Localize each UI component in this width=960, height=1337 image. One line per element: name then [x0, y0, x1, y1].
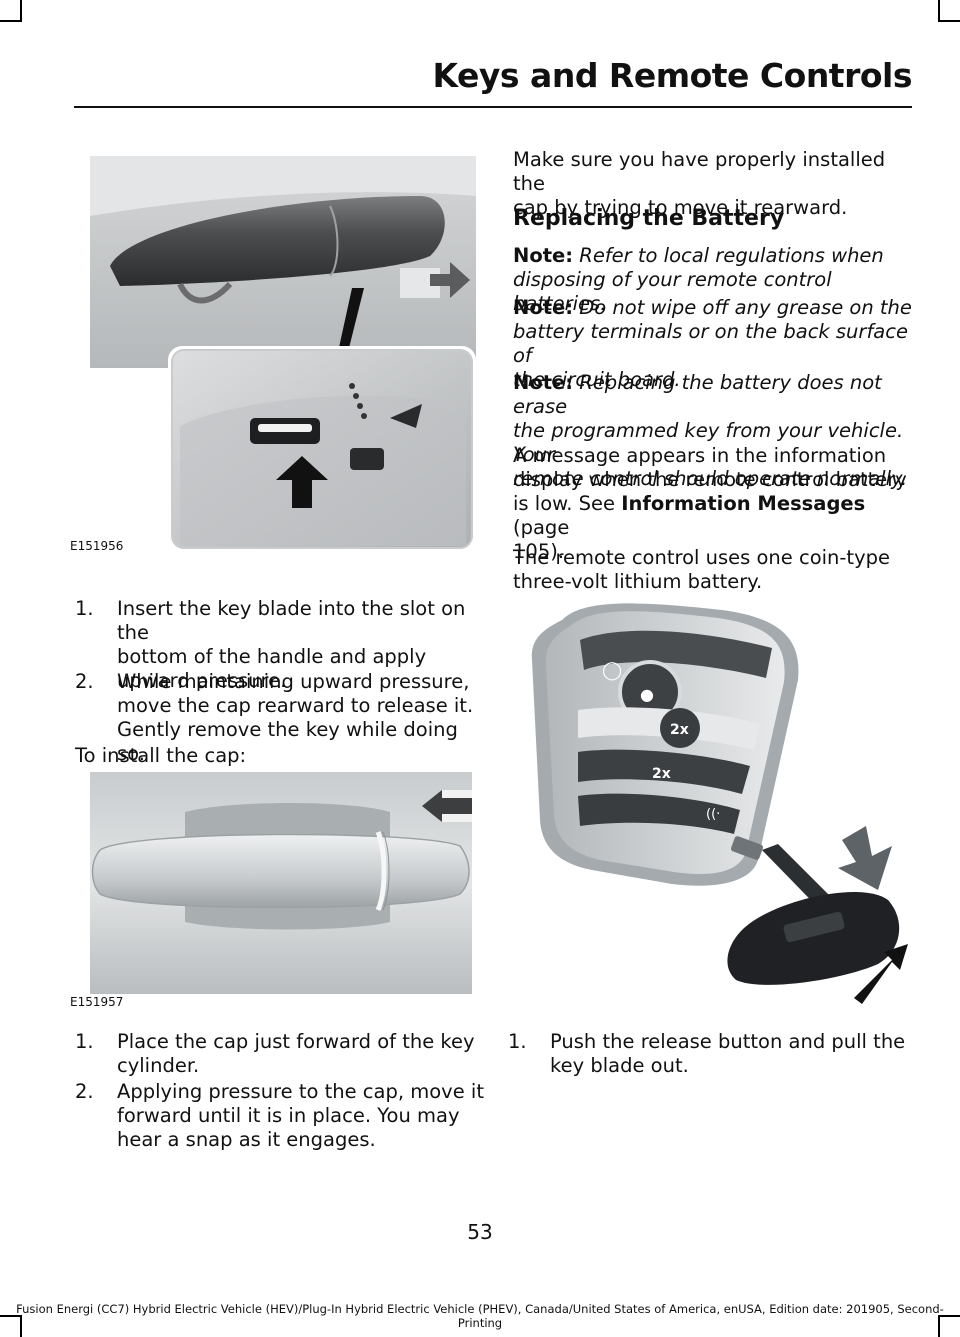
note-paragraph: Note: Replacing the battery does not era… — [513, 371, 908, 490]
figure-id: E151956 — [70, 539, 124, 553]
page-number: 53 — [467, 1220, 493, 1244]
crop-mark — [0, 1315, 22, 1317]
crop-mark — [938, 1315, 960, 1317]
note-paragraph: Note: Do not wipe off any grease on the … — [513, 296, 912, 391]
step-number: 1. — [75, 1030, 94, 1053]
intro-paragraph: Make sure you have properly installed th… — [513, 148, 886, 219]
coin-battery-paragraph: The remote control uses one coin-type th… — [513, 546, 890, 593]
svg-text:2x: 2x — [670, 722, 689, 738]
cross-reference-link[interactable]: Information Messages — [621, 492, 866, 515]
section-title: Replacing the Battery — [513, 206, 785, 231]
step-number: 1. — [75, 597, 94, 620]
step-number: 1. — [508, 1030, 527, 1053]
message-paragraph: A message appears in the information dis… — [513, 444, 907, 563]
crop-mark — [0, 20, 22, 22]
svg-text:●: ● — [640, 685, 654, 704]
svg-text:2x: 2x — [652, 766, 671, 782]
page-title: Keys and Remote Controls — [432, 56, 913, 95]
footer-text: Fusion Energi (CC7) Hybrid Electric Vehi… — [16, 1302, 944, 1330]
note-paragraph: Note: Refer to local regulations when di… — [513, 244, 884, 315]
svg-text:((·: ((· — [706, 807, 720, 822]
key-fob-illustration: ◯ ● 2x 2x ((· — [522, 600, 912, 1012]
door-handle-illustration — [90, 156, 476, 552]
figure-id: E151957 — [70, 995, 124, 1009]
svg-text:◯: ◯ — [602, 660, 622, 681]
step-number: 2. — [75, 670, 94, 693]
title-divider — [74, 106, 912, 108]
crop-mark — [20, 1315, 22, 1337]
crop-mark — [938, 20, 960, 22]
crop-mark — [20, 0, 22, 22]
install-heading: To install the cap: — [75, 744, 247, 767]
crop-mark — [938, 0, 940, 22]
crop-mark — [938, 1315, 940, 1337]
step-number: 2. — [75, 1080, 94, 1103]
door-handle-cap-illustration — [90, 772, 472, 994]
